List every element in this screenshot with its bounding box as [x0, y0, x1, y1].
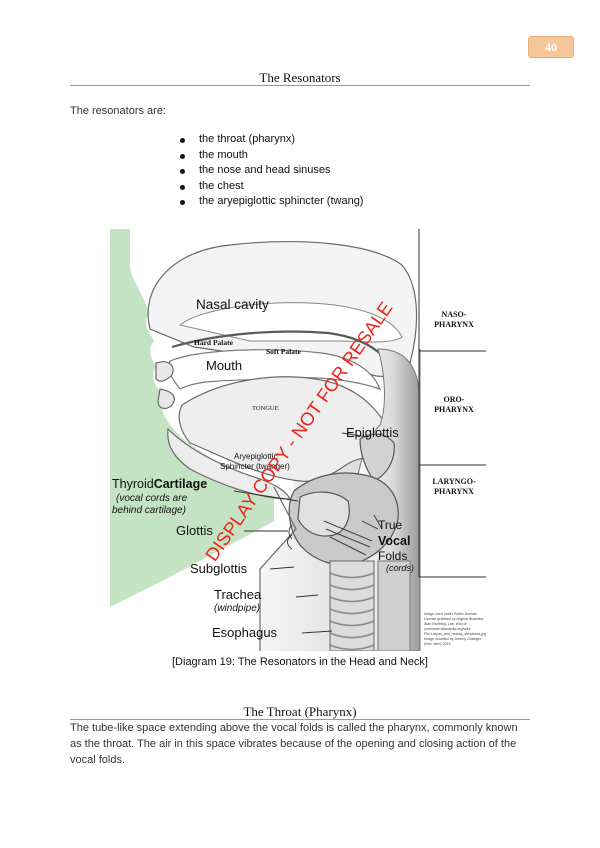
list-item: the aryepiglottic sphincter (twang) — [178, 194, 363, 210]
mouth-space — [168, 349, 382, 390]
credit-line: License grabbed by original illustrator — [424, 617, 484, 621]
credit-line: File:Larynx_and_nearby_structures.jpg — [424, 632, 486, 636]
label-naso-2: PHARYNX — [434, 320, 474, 329]
section-title-resonators: The Resonators — [259, 70, 341, 85]
label-aryepiglottic-2: Sphincter (twanger) — [220, 462, 290, 471]
label-mouth: Mouth — [206, 358, 242, 373]
neck-outline — [259, 486, 297, 651]
lips-outline — [155, 361, 175, 410]
label-nasal-cavity: Nasal cavity — [196, 297, 269, 312]
vocal-folds-lines — [323, 520, 373, 556]
label-vocal: Vocal — [378, 534, 410, 548]
label-laryngo-1: LARYNGO- — [432, 477, 476, 486]
label-windpipe: (windpipe) — [214, 603, 260, 614]
credit-line: Alan Hoofring, Lab. Wiki of — [424, 622, 467, 626]
list-item: the nose and head sinuses — [178, 163, 363, 179]
label-subglottis: Subglottis — [190, 561, 248, 576]
tongue — [178, 376, 397, 482]
label-thyroid-cartilage: ThyroidCartilage — [112, 477, 207, 491]
label-thyroid-b: Cartilage — [154, 477, 208, 491]
label-vocal-note-1: (vocal cords are — [116, 493, 188, 504]
label-folds: Folds — [378, 549, 407, 563]
list-item: the chest — [178, 179, 363, 195]
page-number: 40 — [528, 36, 574, 58]
title-rule — [70, 719, 530, 720]
nasal-cavity-space — [178, 302, 403, 343]
intro-paragraph: The resonators are: — [70, 105, 166, 117]
label-esophagus: Esophagus — [212, 625, 278, 640]
label-cords: (cords) — [386, 563, 414, 573]
label-glottis: Glottis — [176, 523, 213, 538]
anatomy-diagram: Nasal cavity Hard Palate Soft Palate Mou… — [110, 229, 516, 651]
label-vocal-note-2: behind cartilage) — [112, 505, 186, 516]
trachea-rings — [329, 572, 375, 651]
throat-paragraph: The tube-like space extending above the … — [70, 722, 518, 766]
section-title-throat: The Throat (Pharynx) — [243, 704, 357, 719]
palate-line — [171, 330, 393, 368]
list-item: the mouth — [178, 148, 363, 164]
label-hard-palate: Hard Palate — [194, 338, 234, 347]
label-soft-palate: Soft Palate — [266, 347, 301, 356]
label-laryngo-2: PHARYNX — [434, 487, 474, 496]
label-naso-1: NASO- — [442, 310, 467, 319]
thyroid-cartilage — [297, 491, 350, 537]
pointer-lines — [233, 432, 383, 634]
jaw-chin — [167, 427, 291, 500]
label-epiglottis: Epiglottis — [346, 425, 399, 440]
label-oro-1: ORO- — [444, 395, 465, 404]
list-item: the throat (pharynx) — [178, 132, 363, 148]
label-thyroid-a: Thyroid — [112, 477, 154, 491]
label-true: True — [378, 518, 403, 532]
label-trachea: Trachea — [214, 587, 262, 602]
credit-line: Image modified by Jeremy Grainger — [424, 637, 482, 641]
label-aryepiglottic-1: Aryepiglottic — [234, 452, 278, 461]
epiglottis — [359, 433, 395, 482]
credit-line: (Nov. dem) 2015 — [424, 642, 451, 646]
label-tongue: TONGUE — [252, 405, 279, 412]
resonator-list: the throat (pharynx) the mouth the nose … — [178, 132, 363, 210]
esophagus — [377, 560, 411, 651]
label-oro-2: PHARYNX — [434, 405, 474, 414]
credit-line: commons.wikimedia.org/wiki/ — [424, 627, 471, 631]
diagram-caption: [Diagram 19: The Resonators in the Head … — [172, 656, 428, 668]
face-tissue-region — [110, 229, 274, 607]
credit-line: Image used under Public Domain — [424, 612, 477, 616]
title-rule — [70, 85, 530, 86]
